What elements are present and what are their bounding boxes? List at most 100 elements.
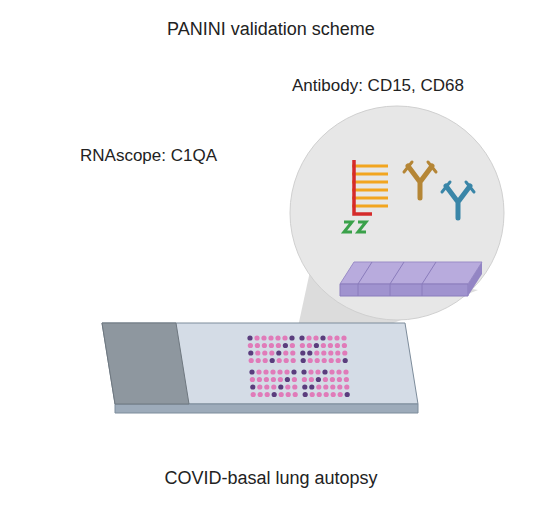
tissue-core (328, 350, 333, 355)
tissue-core (342, 350, 347, 355)
tissue-core (270, 369, 275, 374)
tissue-core (321, 350, 326, 355)
annotation-label: Antibody: CD15, CD68 (292, 76, 464, 96)
tissue-core (285, 377, 290, 382)
tissue-core (321, 343, 326, 348)
tissue-core (323, 377, 328, 382)
tissue-core (303, 392, 308, 397)
tissue-microarray (247, 335, 349, 397)
tissue-core (306, 335, 311, 340)
tissue-core (256, 358, 261, 363)
tissue-core (257, 384, 262, 389)
tissue-core (320, 335, 325, 340)
tissue-core (307, 350, 312, 355)
tissue-core (275, 335, 280, 340)
tissue-core (335, 350, 340, 355)
tissue-core (343, 369, 348, 374)
tissue-core (289, 335, 294, 340)
tissue-core (262, 343, 267, 348)
tissue-core (249, 369, 254, 374)
tissue-core (308, 369, 313, 374)
tissue-core (276, 350, 281, 355)
tissue-core (315, 358, 320, 363)
tissue-core (248, 343, 253, 348)
tissue-core (314, 350, 319, 355)
tissue-core (343, 358, 348, 363)
tissue-core (336, 369, 341, 374)
tissue-core (286, 392, 291, 397)
tissue-core (322, 358, 327, 363)
tissue-core (255, 350, 260, 355)
tissue-core (290, 350, 295, 355)
tissue-core (330, 377, 335, 382)
figure-title: PANINI validation scheme (0, 19, 542, 40)
slide-label-area (102, 323, 189, 404)
tissue-core (327, 335, 332, 340)
tissue-core (283, 343, 288, 348)
tissue-core (308, 358, 313, 363)
tissue-core (249, 358, 254, 363)
tissue-core (250, 384, 255, 389)
tissue-core (344, 384, 349, 389)
tissue-core (255, 343, 260, 348)
tissue-core (335, 343, 340, 348)
tissue-core (257, 377, 262, 382)
tissue-core (324, 392, 329, 397)
tissue-core (302, 384, 307, 389)
tissue-core (254, 335, 259, 340)
tissue-core (264, 384, 269, 389)
tissue-core (329, 358, 334, 363)
tissue-core (322, 369, 327, 374)
tissue-core (247, 335, 252, 340)
tissue-core (331, 392, 336, 397)
tissue-core (279, 392, 284, 397)
tissue-core (338, 392, 343, 397)
tissue-core (300, 343, 305, 348)
tissue-core (278, 377, 283, 382)
tissue-core (290, 343, 295, 348)
tissue-core (337, 377, 342, 382)
tissue-core (293, 392, 298, 397)
tissue-core (313, 335, 318, 340)
tissue-core (285, 384, 290, 389)
tissue-core (258, 392, 263, 397)
tissue-core (309, 384, 314, 389)
tissue-core (315, 369, 320, 374)
tissue-core (328, 343, 333, 348)
tissue-core (317, 392, 322, 397)
tissue-section (340, 262, 482, 296)
figure-caption: COVID-basal lung autopsy (0, 468, 542, 489)
tissue-core (250, 377, 255, 382)
tissue-core (271, 384, 276, 389)
tissue-core (291, 358, 296, 363)
tissue-core (334, 335, 339, 340)
tissue-core (323, 384, 328, 389)
tissue-core (292, 384, 297, 389)
tissue-core (282, 335, 287, 340)
tissue-core (261, 335, 266, 340)
magnifier-circle (290, 106, 504, 320)
tissue-core (265, 392, 270, 397)
rnascope-probe (344, 160, 388, 232)
tissue-core (345, 392, 350, 397)
tissue-core (269, 343, 274, 348)
tissue-core (329, 369, 334, 374)
tissue-core (277, 358, 282, 363)
tissue-core (269, 350, 274, 355)
tissue-core (314, 343, 319, 348)
tissue-core (268, 335, 273, 340)
tissue-core (263, 358, 268, 363)
slide-edge (115, 404, 418, 413)
tissue-core (263, 369, 268, 374)
tissue-core (278, 384, 283, 389)
tissue-core (271, 377, 276, 382)
tissue-core (316, 384, 321, 389)
antibody-blue (442, 182, 474, 218)
tissue-core (300, 350, 305, 355)
glass-slide (102, 323, 418, 404)
tissue-core (309, 377, 314, 382)
tissue-core (284, 369, 289, 374)
tissue-core (264, 377, 269, 382)
tissue-core (337, 384, 342, 389)
